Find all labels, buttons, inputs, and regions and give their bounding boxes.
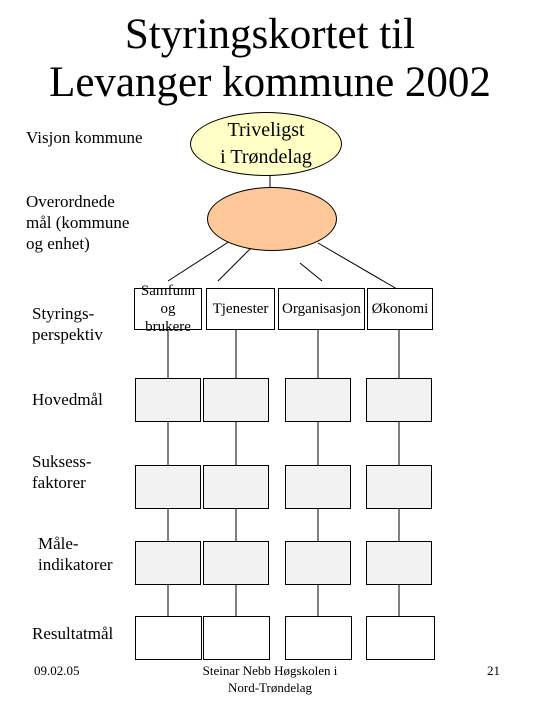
footer-author-line-2: Nord-Trøndelag: [227, 680, 312, 695]
suksess-box-3: [285, 465, 351, 509]
title-line-1: Styringskortet til: [124, 11, 416, 58]
hovedmal-box-3: [285, 378, 351, 422]
perspective-label-3: Organisasjon: [282, 301, 361, 317]
footer-author: Steinar Nebb Høgskolen i Nord-Trøndelag: [170, 662, 370, 696]
resultat-box-3: [285, 616, 352, 660]
perspective-box-samfunn: Samfunn og brukere: [134, 283, 202, 335]
footer-author-line-1: Steinar Nebb Høgskolen i: [202, 663, 338, 678]
hovedmal-box-2: [203, 378, 269, 422]
goal-connector-3: [299, 262, 323, 282]
label-overordnede-line-1: Overordnede: [26, 192, 115, 211]
title-line-2: Levanger kommune 2002: [49, 59, 491, 106]
label-suksessfaktorer: Suksess- faktorer: [32, 451, 92, 493]
label-resultatmal: Resultatmål: [32, 624, 114, 643]
label-suksess-line-2: faktorer: [32, 473, 86, 492]
maale-box-1: [135, 541, 201, 585]
label-overordnede: Overordnede mål (kommune og enhet): [26, 191, 129, 254]
label-visjon: Visjon kommune: [26, 128, 143, 147]
label-overordnede-line-3: og enhet): [26, 234, 90, 253]
label-maleindikatorer: Måle- indikatorer: [38, 533, 113, 575]
label-styrings-line-2: perspektiv: [32, 325, 103, 344]
resultat-box-4: [366, 616, 435, 660]
label-overordnede-line-2: mål (kommune: [26, 213, 130, 232]
suksess-box-1: [135, 465, 201, 509]
label-styrings-line-1: Styrings-: [32, 304, 95, 323]
maale-box-3: [285, 541, 351, 585]
hovedmal-box-4: [366, 378, 432, 422]
suksess-box-4: [366, 465, 432, 509]
goal-connector-4: [317, 242, 398, 290]
hovedmal-box-1: [135, 378, 201, 422]
perspective-box-okonomi: Økonomi: [367, 288, 433, 330]
resultat-box-2: [203, 616, 270, 660]
label-suksess-line-1: Suksess-: [32, 452, 92, 471]
label-styringsperspektiv: Styrings- perspektiv: [32, 303, 103, 345]
goal-connector-1: [167, 240, 231, 282]
perspective-box-organisasjon: Organisasjon: [278, 288, 365, 330]
perspective-label-1b: brukere: [145, 319, 191, 335]
label-hovedmal: Hovedmål: [32, 390, 103, 409]
vision-line-1: Triveligst: [227, 119, 305, 141]
goal-ellipse: [207, 187, 337, 251]
footer-date: 09.02.05: [34, 663, 80, 678]
maale-box-2: [203, 541, 269, 585]
suksess-box-2: [203, 465, 269, 509]
perspective-box-tjenester: Tjenester: [206, 288, 275, 330]
maale-box-4: [366, 541, 432, 585]
perspective-label-2: Tjenester: [212, 301, 269, 317]
vision-ellipse: Triveligst i Trøndelag: [190, 112, 342, 176]
perspective-label-4: Økonomi: [371, 301, 429, 317]
vision-line-2: i Trøndelag: [220, 146, 312, 168]
perspective-label-1a: Samfunn og: [140, 283, 196, 317]
goal-connector-2: [217, 246, 253, 282]
label-maale-line-2: indikatorer: [38, 555, 113, 574]
footer-page-number: 21: [487, 663, 500, 678]
resultat-box-1: [135, 616, 202, 660]
label-maale-line-1: Måle-: [38, 534, 79, 553]
